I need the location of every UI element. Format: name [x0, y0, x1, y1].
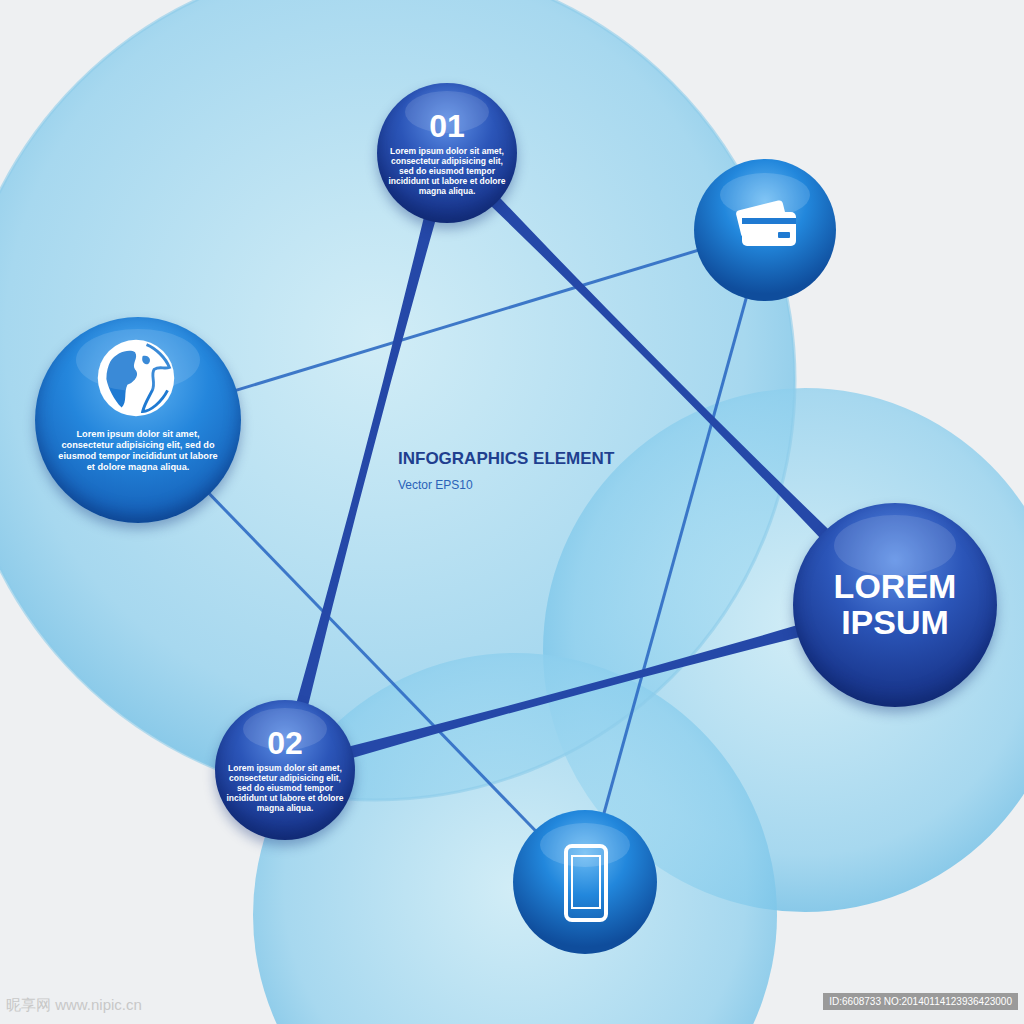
- body-text: Lorem ipsum dolor sit amet, consectetur …: [58, 429, 218, 472]
- image-id: ID:6608733 NO:20140114123936423000: [823, 993, 1018, 1010]
- step-number: 02: [267, 727, 303, 759]
- sphere-heading: LOREM IPSUM: [820, 569, 970, 640]
- sphere-node: 01Lorem ipsum dolor sit amet, consectetu…: [377, 83, 517, 223]
- step-number: 01: [429, 110, 465, 142]
- sphere-node: Lorem ipsum dolor sit amet, consectetur …: [35, 317, 241, 523]
- sphere-node: LOREM IPSUM: [793, 503, 997, 707]
- watermark: 昵享网 www.nipic.cn: [6, 996, 142, 1015]
- tapered-connector: [350, 626, 799, 758]
- sphere-highlight: [834, 515, 956, 576]
- tapered-connector: [491, 198, 828, 538]
- body-text: Lorem ipsum dolor sit amet, consectetur …: [386, 146, 508, 196]
- sphere-highlight: [76, 329, 200, 391]
- body-text: Lorem ipsum dolor sit amet, consectetur …: [224, 763, 346, 813]
- diagram-caption: Vector EPS10: [398, 478, 473, 492]
- diagram-title: INFOGRAPHICS ELEMENT: [398, 449, 614, 469]
- sphere-node: 02Lorem ipsum dolor sit amet, consectetu…: [215, 700, 355, 840]
